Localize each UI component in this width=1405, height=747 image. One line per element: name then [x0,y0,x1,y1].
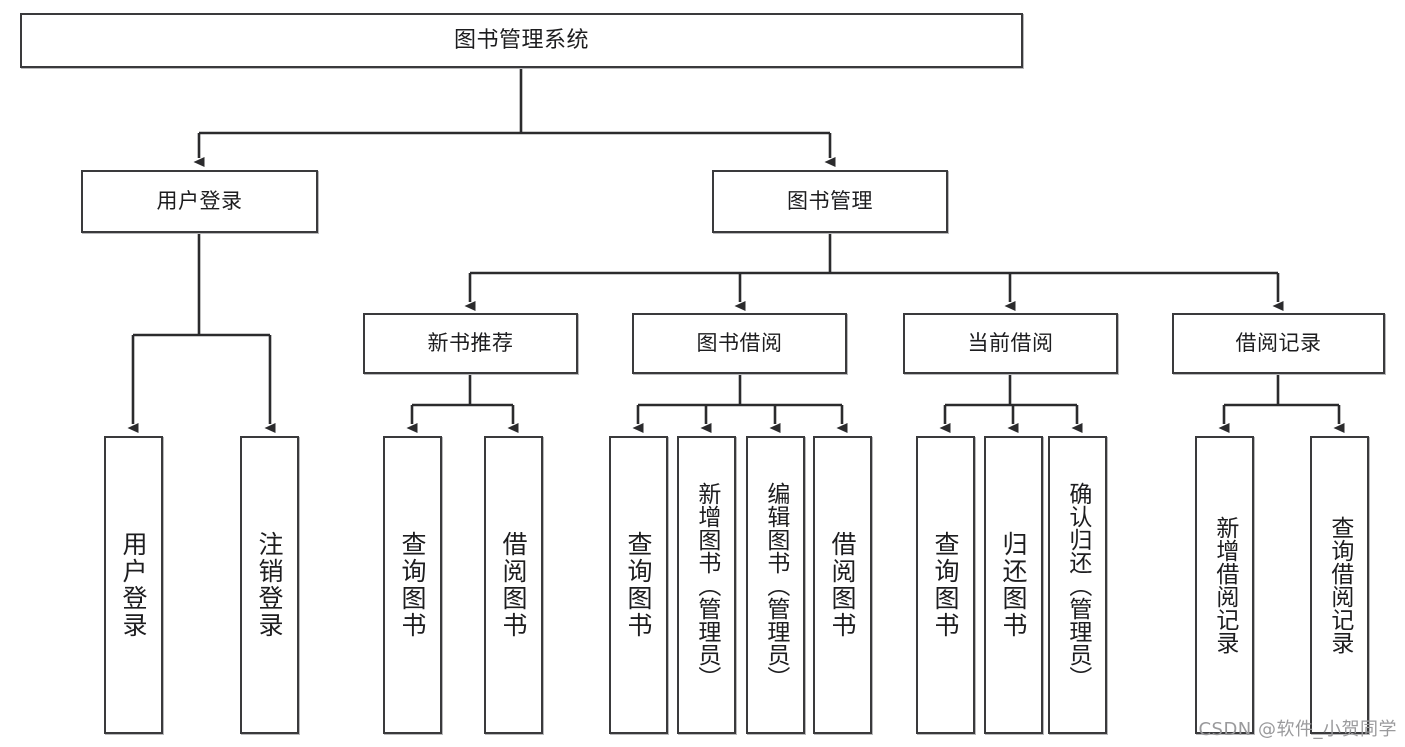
node-label: 注销登录 [255,531,284,639]
node-label: 用户登录 [119,531,148,639]
node-label: 借阅图书 [828,531,857,639]
node-book-management[interactable]: 图书管理 [712,170,948,233]
node-label: 编辑图书（管理员） [762,481,789,689]
node-label: 新增借阅记录 [1211,516,1238,654]
node-current-borrow[interactable]: 当前借阅 [903,313,1118,374]
leaf-edit-book-admin[interactable]: 编辑图书（管理员） [746,436,805,734]
leaf-add-borrow-record[interactable]: 新增借阅记录 [1195,436,1254,734]
node-user-login[interactable]: 用户登录 [81,170,318,233]
leaf-borrow-book-new[interactable]: 借阅图书 [484,436,543,734]
node-label: 查询图书 [398,531,427,639]
node-label: 归还图书 [999,531,1028,639]
node-label: 查询图书 [624,531,653,639]
leaf-query-book-current[interactable]: 查询图书 [916,436,975,734]
node-label: 当前借阅 [967,331,1054,356]
node-label: 新增图书（管理员） [693,481,720,689]
leaf-query-borrow-record[interactable]: 查询借阅记录 [1310,436,1369,734]
csdn-watermark: CSDN @软件_小贺同学 [1198,719,1397,740]
leaf-borrow-book[interactable]: 借阅图书 [813,436,872,734]
node-label: 查询图书 [931,531,960,639]
leaf-query-book-borrow[interactable]: 查询图书 [609,436,668,734]
leaf-logout[interactable]: 注销登录 [240,436,299,734]
node-label: 图书管理系统 [453,27,589,53]
node-label: 图书借阅 [696,331,783,356]
node-label: 确认归还（管理员） [1064,481,1091,689]
node-label: 查询借阅记录 [1326,516,1353,654]
leaf-user-login[interactable]: 用户登录 [104,436,163,734]
leaf-query-book-new[interactable]: 查询图书 [383,436,442,734]
leaf-return-book[interactable]: 归还图书 [984,436,1043,734]
node-label: 借阅图书 [499,531,528,639]
node-book-borrow[interactable]: 图书借阅 [632,313,847,374]
node-borrow-record[interactable]: 借阅记录 [1172,313,1385,374]
leaf-add-book-admin[interactable]: 新增图书（管理员） [677,436,736,734]
node-label: 借阅记录 [1235,331,1322,356]
node-root-system[interactable]: 图书管理系统 [20,13,1023,68]
node-label: 用户登录 [156,189,243,214]
node-new-book-recommend[interactable]: 新书推荐 [363,313,578,374]
node-label: 新书推荐 [427,331,514,356]
node-label: 图书管理 [787,189,873,214]
leaf-confirm-return-admin[interactable]: 确认归还（管理员） [1048,436,1107,734]
